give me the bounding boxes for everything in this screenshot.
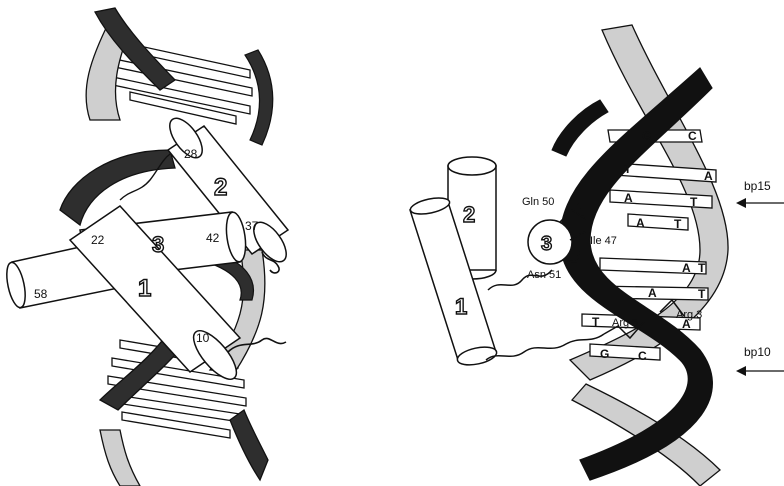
base-a5: A [648,286,657,300]
left-residue-58: 58 [34,287,48,301]
base-a1: A [704,169,713,183]
base-t2: T [690,195,698,209]
right-dark-strand-top [551,99,609,157]
right-helix-1 [409,197,498,366]
base-a6: A [682,317,691,331]
left-residue-22: 22 [91,233,105,247]
left-helix-2-label: 2 [214,174,227,201]
base-g-top: G [642,129,651,143]
left-residue-42: 42 [206,231,220,245]
base-a4: A [682,261,691,275]
left-strand-top-right [244,49,274,146]
left-loop-squiggle [119,153,171,201]
residue-asn51: Asn 51 [527,269,561,281]
residue-arg5: Arg 5 [612,317,638,329]
left-helix-3-label: 3 [152,232,164,257]
bp10-label: bp10 [744,345,771,359]
right-helix-3 [527,219,573,265]
bp10-arrowhead [736,366,746,376]
right-helix-2 [447,156,497,280]
base-c-bot: C [638,349,647,363]
right-side-chains [485,203,685,361]
base-t5: T [698,287,706,301]
base-g-bot: G [600,347,609,361]
base-a2: A [624,191,633,205]
left-terminus-squiggle-1 [227,337,287,353]
left-dark-strand [59,7,269,482]
base-t4: T [698,261,706,275]
right-base-letters: G C T A A T A T A T A T T A G C [592,129,713,363]
left-terminus-squiggle-2 [261,251,280,274]
right-helix-3-label: 3 [541,233,552,255]
left-residue-28: 28 [184,147,198,161]
residue-gln50: Gln 50 [522,196,554,208]
base-t6: T [592,315,600,329]
right-helix-1-label: 1 [455,294,467,319]
base-t1: T [624,162,632,176]
left-panel: 2 3 1 28 37 42 22 58 10 [6,7,290,486]
right-panel: 2 1 3 Gln 50 Ile 47 Asn 51 Arg 5 Arg 3 G… [409,24,784,486]
base-a3: A [636,216,645,230]
right-helix-2-label: 2 [463,202,475,227]
left-helix-2 [166,117,290,263]
left-helix-1-label: 1 [138,275,151,302]
base-c-top: C [688,129,697,143]
left-helix-1 [6,205,242,380]
bp15-label: bp15 [744,179,771,193]
residue-arg3: Arg 3 [676,309,702,321]
left-residue-10: 10 [196,331,210,345]
base-t3: T [674,217,682,231]
left-residue-37: 37 [245,219,259,233]
bp15-arrowhead [736,198,746,208]
residue-ile47: Ile 47 [590,235,617,247]
